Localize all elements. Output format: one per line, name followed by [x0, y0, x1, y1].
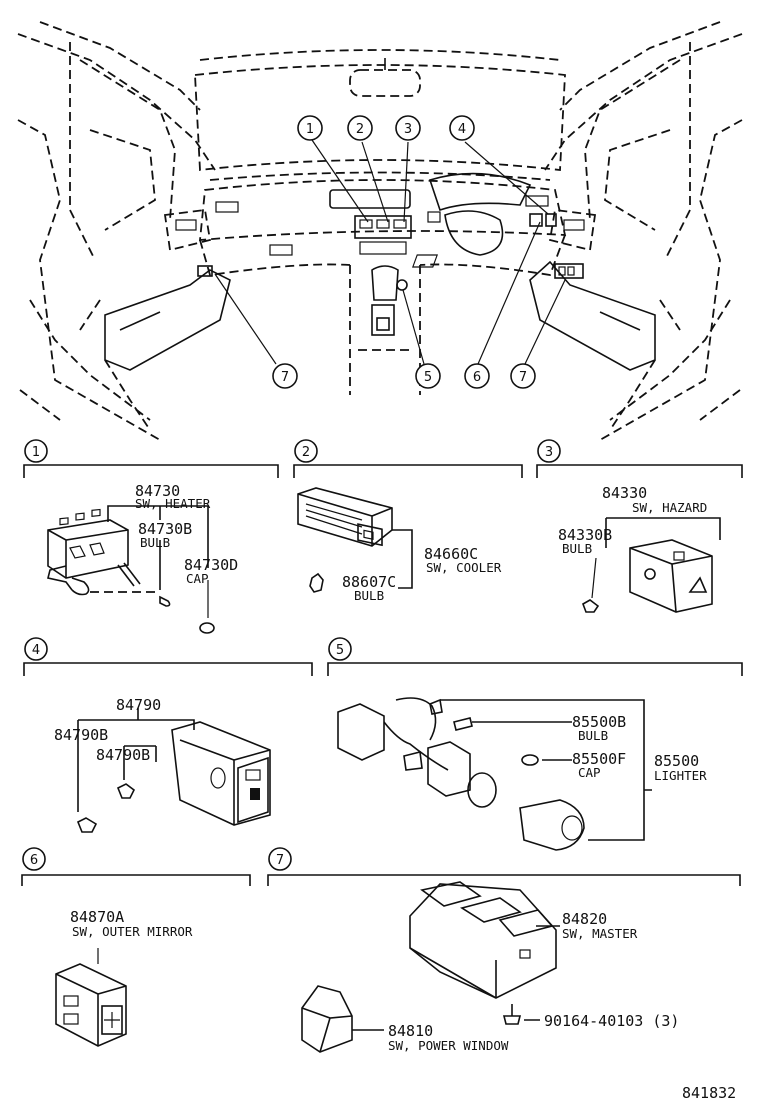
svg-text:3: 3 [404, 122, 412, 137]
section-6-header[interactable]: 6 [21, 847, 251, 886]
section-3-hazard-switch: 84330 SW, HAZARD 84330B BULB [558, 484, 721, 613]
part-85500b-name: BULB [578, 728, 608, 743]
svg-text:6: 6 [30, 853, 38, 868]
part-84820-name: SW, MASTER [562, 926, 638, 941]
section-2-cooler-switch: 84660C SW, COOLER 88607C BULB [297, 487, 502, 603]
svg-text:4: 4 [458, 122, 466, 137]
section-4-switch-84790: 84790 84790B 84790B [54, 696, 271, 833]
svg-text:1: 1 [32, 445, 40, 460]
callout-7-left[interactable]: 7 [272, 363, 298, 389]
section-1-header[interactable]: 1 [23, 439, 279, 478]
callout-6[interactable]: 6 [464, 363, 490, 389]
part-84330b-name: BULB [562, 541, 592, 556]
part-84870a-name: SW, OUTER MIRROR [72, 924, 193, 939]
svg-text:5: 5 [424, 370, 432, 385]
part-84730b-name: BULB [140, 535, 170, 550]
section-6-outer-mirror-switch: 84870A SW, OUTER MIRROR [55, 908, 193, 1047]
callout-leaders [214, 139, 566, 365]
section-1-heater-switch: 84730 SW, HEATER 84730B BULB 84730D CAP [47, 482, 238, 634]
part-84330b-code[interactable]: 84330B [558, 526, 612, 544]
section-5-lighter: 85500B BULB 85500F CAP 85500 LIGHTER [337, 697, 707, 851]
part-84810-name: SW, POWER WINDOW [388, 1038, 509, 1053]
svg-text:1: 1 [306, 122, 314, 137]
svg-text:7: 7 [519, 370, 527, 385]
part-90164-code[interactable]: 90164-40103 (3) [544, 1012, 679, 1030]
part-85500f-name: CAP [578, 765, 601, 780]
callout-5[interactable]: 5 [415, 363, 441, 389]
section-7-header[interactable]: 7 [267, 847, 741, 886]
part-84790-code[interactable]: 84790 [116, 696, 161, 714]
callout-circles: 1 2 3 4 7 5 6 7 [272, 115, 536, 389]
part-84730d-name: CAP [186, 571, 209, 586]
svg-text:4: 4 [32, 643, 40, 658]
part-84730b-code[interactable]: 84730B [138, 520, 192, 538]
callout-2[interactable]: 2 [347, 115, 373, 141]
svg-text:5: 5 [336, 643, 344, 658]
part-88607c-code[interactable]: 88607C [342, 573, 396, 591]
part-84790b-code-1[interactable]: 84790B [54, 726, 108, 744]
section-2-header[interactable]: 2 [293, 439, 523, 478]
part-84660c-code[interactable]: 84660C [424, 545, 478, 563]
part-84730d-code[interactable]: 84730D [184, 556, 238, 574]
callout-7-right[interactable]: 7 [510, 363, 536, 389]
part-85500f-code[interactable]: 85500F [572, 750, 626, 768]
svg-text:2: 2 [356, 122, 364, 137]
callout-3[interactable]: 3 [395, 115, 421, 141]
part-85500b-code[interactable]: 85500B [572, 713, 626, 731]
part-84870a-code[interactable]: 84870A [70, 908, 124, 926]
part-85500-code[interactable]: 85500 [654, 752, 699, 770]
part-84820-code[interactable]: 84820 [562, 910, 607, 928]
part-84810-code[interactable]: 84810 [388, 1022, 433, 1040]
svg-text:7: 7 [281, 370, 289, 385]
part-84330-code[interactable]: 84330 [602, 484, 647, 502]
svg-text:3: 3 [545, 445, 553, 460]
interior-overview [17, 21, 743, 441]
section-7-power-window-switches: 84820 SW, MASTER 90164-40103 (3) 84810 S… [301, 881, 679, 1053]
section-3-header[interactable]: 3 [536, 439, 743, 478]
part-84660c-name: SW, COOLER [426, 560, 502, 575]
part-84730-name: SW, HEATER [135, 496, 211, 511]
svg-text:6: 6 [473, 370, 481, 385]
callout-4[interactable]: 4 [449, 115, 475, 141]
figure-number: 841832 [682, 1084, 736, 1102]
part-84790b-code-2[interactable]: 84790B [96, 746, 150, 764]
part-84330-name: SW, HAZARD [632, 500, 707, 515]
section-5-header[interactable]: 5 [327, 637, 743, 676]
section-4-header[interactable]: 4 [23, 637, 313, 676]
part-84730-code[interactable]: 84730 [135, 482, 180, 500]
section-headers: 1 2 3 4 5 6 7 [21, 439, 743, 886]
svg-text:2: 2 [302, 445, 310, 460]
callout-1[interactable]: 1 [297, 115, 323, 141]
part-88607c-name: BULB [354, 588, 384, 603]
svg-text:7: 7 [276, 853, 284, 868]
part-85500-name: LIGHTER [654, 768, 707, 783]
